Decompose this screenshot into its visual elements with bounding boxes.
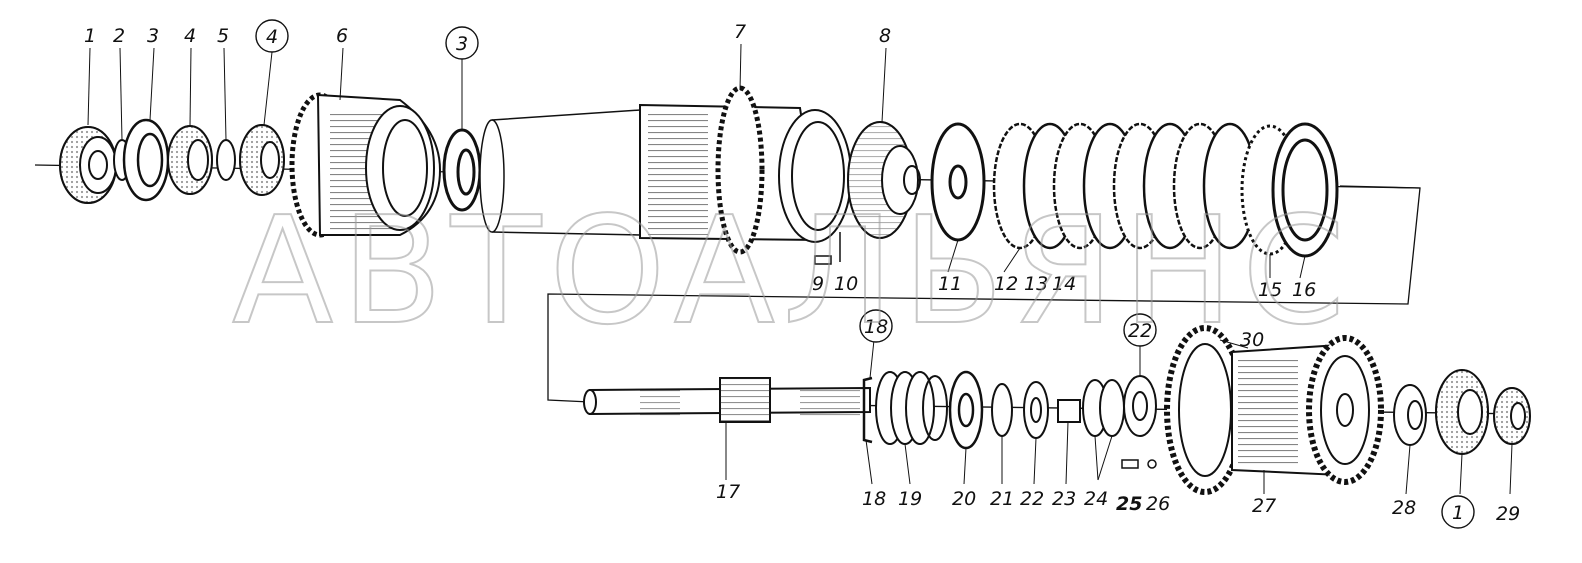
- part-20-washer: [948, 370, 984, 450]
- sleeve-cylinder: [479, 109, 641, 236]
- circle-label-18: [859, 309, 893, 343]
- label-26: 26: [1146, 493, 1170, 515]
- circle-label-3: [445, 26, 479, 60]
- label-5: 5: [217, 25, 229, 47]
- label-15: 15: [1258, 279, 1282, 301]
- label-1-circled: 1: [1452, 502, 1464, 524]
- label-22-circled: 22: [1128, 320, 1152, 342]
- label-10: 10: [834, 273, 858, 295]
- label-11: 11: [938, 273, 962, 295]
- part-7-drum: [639, 85, 852, 255]
- label-18: 18: [862, 488, 886, 510]
- bottom-assembly: [583, 325, 1531, 495]
- part-27-gear-drum: [1231, 335, 1384, 485]
- label-18-circled: 18: [864, 316, 888, 338]
- label-8: 8: [879, 25, 891, 47]
- label-14: 14: [1052, 273, 1076, 295]
- part-4-circled-bearing: [239, 124, 285, 196]
- label-25: 25: [1116, 493, 1142, 515]
- clutch-discs-12-14: [992, 122, 1258, 250]
- label-12: 12: [994, 273, 1018, 295]
- label-4-circled: 4: [266, 26, 278, 48]
- part-4-bearing: [167, 125, 213, 195]
- part-6-gear: [289, 92, 442, 238]
- part-18-snap-ring: [862, 376, 873, 444]
- label-13: 13: [1024, 273, 1048, 295]
- circle-label-1: [1441, 495, 1475, 529]
- part-22-circled-bearing: [1123, 375, 1157, 437]
- part-15-16-ring: [1240, 122, 1339, 258]
- label-4: 4: [184, 25, 196, 47]
- label-21: 21: [990, 488, 1014, 510]
- part-23-sleeve: [1057, 399, 1081, 423]
- label-text: 1 2 3 4 5 4 6 3 7 8 9 10 11 12 13 14 15 …: [84, 21, 1520, 525]
- part-28-ring: [1393, 384, 1427, 446]
- label-24: 24: [1084, 488, 1108, 510]
- watermark-text: АВТОАЛЬЯНС: [232, 185, 1353, 357]
- label-3-circled: 3: [456, 33, 468, 55]
- label-20: 20: [952, 488, 976, 510]
- label-22: 22: [1020, 488, 1044, 510]
- label-29: 29: [1496, 503, 1520, 525]
- label-6: 6: [336, 25, 348, 47]
- part-3-washer: [122, 118, 170, 202]
- part-19-spring: [875, 371, 948, 445]
- label-16: 16: [1292, 279, 1316, 301]
- label-9: 9: [812, 273, 824, 295]
- part-17-shaft: [583, 377, 871, 423]
- label-19: 19: [898, 488, 922, 510]
- part-9-10-pin: [814, 232, 841, 265]
- part-1-bearing: [59, 126, 117, 204]
- part-25-26-pin: [1121, 459, 1157, 469]
- label-2: 2: [113, 25, 125, 47]
- part-21-ring: [991, 383, 1013, 437]
- label-3: 3: [147, 25, 159, 47]
- part-8-hub: [847, 121, 921, 239]
- circle-label-4: [255, 19, 289, 53]
- label-23: 23: [1052, 488, 1076, 510]
- top-assembly: [34, 85, 1421, 403]
- part-22-ring: [1023, 381, 1049, 439]
- label-30: 30: [1240, 329, 1264, 351]
- circle-label-22: [1123, 313, 1157, 347]
- part-5-ring: [216, 139, 236, 181]
- label-27: 27: [1252, 495, 1276, 517]
- part-1-circled-bearing: [1435, 369, 1489, 455]
- label-7: 7: [734, 21, 746, 43]
- part-29-bearing: [1493, 387, 1531, 445]
- connector-line: [547, 185, 1421, 403]
- part-24-bearings: [1082, 379, 1125, 437]
- callouts: [87, 19, 1513, 529]
- label-28: 28: [1392, 497, 1416, 519]
- label-17: 17: [716, 481, 740, 503]
- label-1: 1: [84, 25, 96, 47]
